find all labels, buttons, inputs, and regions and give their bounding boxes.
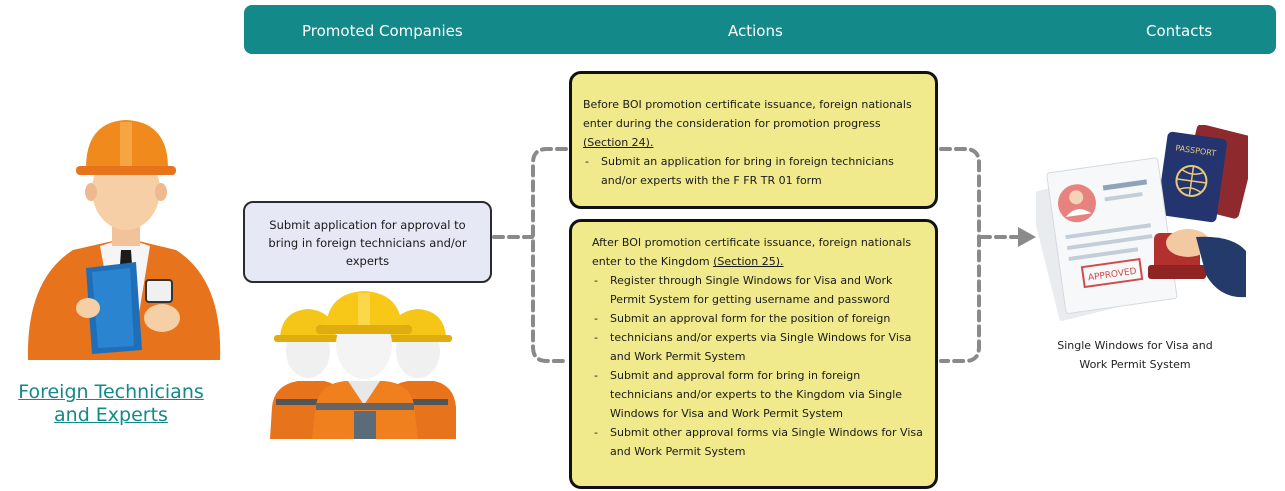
after-bullet: Submit and approval form for bring in fo… — [592, 366, 925, 423]
before-certificate-box: Before BOI promotion certificate issuanc… — [569, 71, 938, 209]
nav-actions[interactable]: Actions — [728, 22, 783, 40]
after-intro-text: After BOI promotion certificate issuance… — [592, 236, 912, 268]
nav-promoted-companies[interactable]: Promoted Companies — [302, 22, 463, 40]
foreign-technicians-link[interactable]: Foreign Technicians and Experts — [0, 381, 222, 427]
after-bullet: Submit other approval forms via Single W… — [592, 423, 925, 461]
caption-line-1: Single Windows for Visa and — [1057, 339, 1213, 352]
foreign-title-line-2: and Experts — [54, 404, 168, 426]
before-bullet: Submit an application for bring in forei… — [583, 152, 923, 190]
after-certificate-box: After BOI promotion certificate issuance… — [569, 219, 938, 489]
engineer-illustration — [27, 120, 221, 360]
after-intro-paragraph: After BOI promotion certificate issuance… — [592, 233, 925, 271]
foreign-title-line-1: Foreign Technicians — [18, 381, 204, 403]
workers-illustration — [270, 291, 456, 439]
before-intro-paragraph: Before BOI promotion certificate issuanc… — [583, 95, 923, 152]
after-bullet: Submit an approval form for the position… — [592, 309, 925, 328]
single-window-caption: Single Windows for Visa and Work Permit … — [1035, 336, 1235, 374]
section-25-link[interactable]: (Section 25). — [713, 255, 784, 268]
caption-line-2: Work Permit System — [1079, 358, 1191, 371]
before-intro-text: Before BOI promotion certificate issuanc… — [583, 98, 912, 130]
section-24-link[interactable]: (Section 24). — [583, 136, 654, 149]
submit-application-box: Submit application for approval to bring… — [243, 201, 492, 283]
visa-documents-illustration: PASSPORT APPROVED — [1036, 125, 1248, 321]
after-bullet: Register through Single Windows for Visa… — [592, 271, 925, 309]
after-bullet: technicians and/or experts via Single Wi… — [592, 328, 925, 366]
nav-contacts[interactable]: Contacts — [1146, 22, 1213, 40]
top-nav-bar: Promoted Companies Actions Contacts — [244, 5, 1276, 54]
submit-application-text: Submit application for approval to bring… — [268, 218, 467, 268]
